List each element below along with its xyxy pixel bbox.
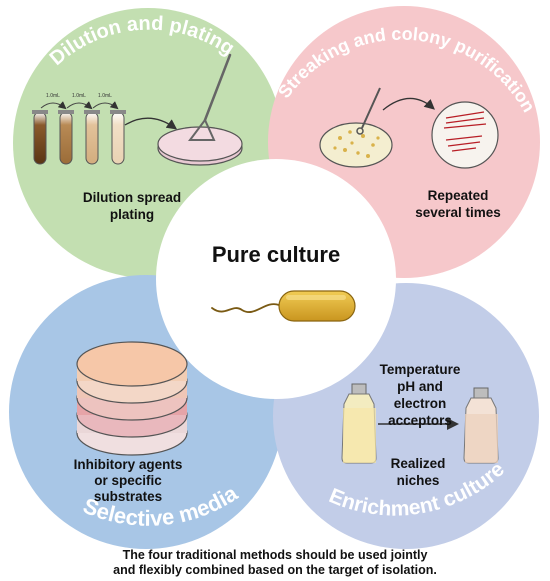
- petri-dish-icon: [431, 101, 499, 169]
- tube-volume-label: 1.0mL: [72, 93, 86, 99]
- selective-caption-line2: or specific: [94, 473, 162, 488]
- transfer-arc: [92, 101, 119, 110]
- test-tube-icon: [58, 110, 74, 165]
- inoculating-loop-icon: [356, 87, 381, 135]
- enrichment-niche-line2: niches: [397, 473, 440, 488]
- tube-volume-label: 1.0mL: [98, 93, 112, 99]
- enrichment-niche-line1: Realized: [391, 456, 446, 471]
- footer-line2: and flexibly combined based on the targe…: [113, 563, 437, 577]
- arrow-to-streak-plate: [382, 97, 435, 111]
- petri-dish-icon: [319, 122, 393, 168]
- petri-dish-icon: [157, 126, 243, 166]
- spreader-icon: [188, 53, 232, 141]
- selective-caption-line3: substrates: [94, 489, 162, 504]
- test-tube-icon: [32, 110, 48, 165]
- streaking-caption-line1: Repeated: [428, 188, 489, 203]
- culture-bottle-icon: [463, 387, 499, 464]
- streaking-caption-line2: several times: [415, 205, 501, 220]
- test-tubes-group: 1.0mL 1.0mL 1.0mL: [32, 93, 126, 165]
- test-tube-icon: [110, 110, 126, 165]
- test-tube-icon: [84, 110, 100, 165]
- enrichment-condition-line3: electron: [394, 396, 447, 411]
- dilution-caption-line2: plating: [110, 207, 154, 222]
- center-circle: [156, 159, 396, 399]
- enrichment-condition-line1: Temperature: [380, 362, 461, 377]
- footer-caption: The four traditional methods should be u…: [0, 548, 550, 578]
- transfer-arc: [66, 101, 93, 110]
- center-title: Pure culture: [212, 242, 340, 267]
- footer-line1: The four traditional methods should be u…: [122, 548, 428, 562]
- selective-caption-line1: Inhibitory agents: [74, 457, 183, 472]
- arrow-to-plate: [124, 117, 178, 130]
- culture-bottle-icon: [341, 383, 377, 464]
- stacked-petri-dishes-icon: [76, 341, 188, 456]
- rod-bacterium-with-flagellum-icon: [211, 290, 356, 322]
- dilution-caption-line1: Dilution spread: [83, 190, 181, 205]
- enrichment-condition-line4: acceptors: [388, 413, 452, 428]
- tube-volume-label: 1.0mL: [46, 93, 60, 99]
- transfer-arc: [40, 101, 67, 110]
- enrichment-condition-line2: pH and: [397, 379, 443, 394]
